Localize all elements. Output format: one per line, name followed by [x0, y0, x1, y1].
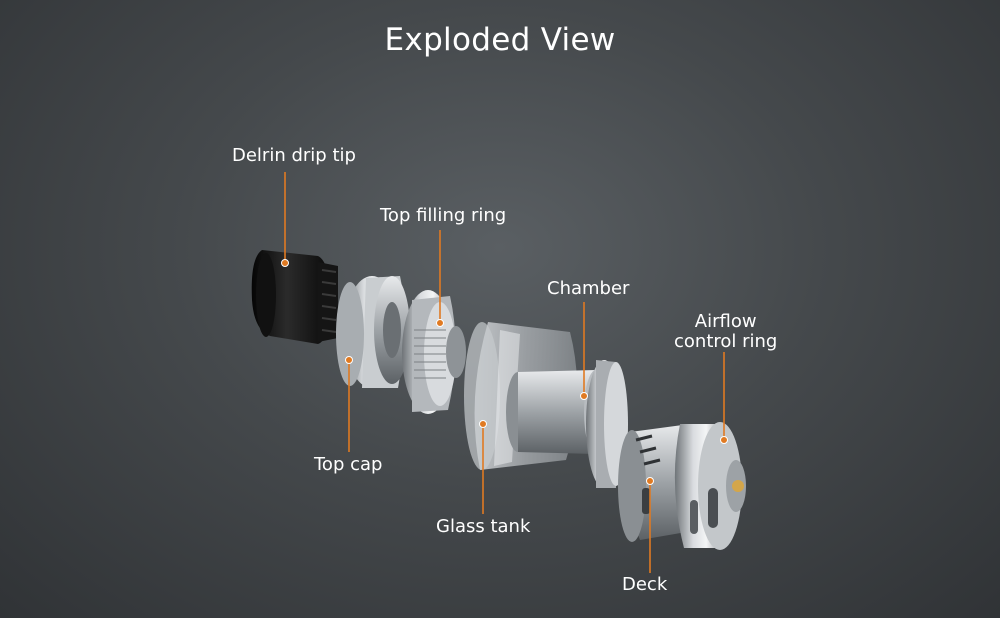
- diagram-title: Exploded View: [384, 22, 616, 58]
- dot-top-cap: [345, 356, 353, 364]
- dot-airflow-ring: [720, 436, 728, 444]
- top-filling-ring-part: [402, 290, 466, 414]
- chamber-part: [506, 360, 628, 488]
- label-top-filling-ring: Top filling ring: [380, 205, 507, 226]
- dot-drip-tip: [281, 259, 289, 267]
- drip-tip-part: [251, 250, 338, 344]
- label-deck: Deck: [622, 574, 668, 595]
- leader-dots: [281, 259, 728, 485]
- airflow-ring-part: [674, 422, 746, 550]
- label-chamber: Chamber: [547, 278, 630, 299]
- label-airflow-ring: Airflow control ring: [674, 311, 778, 352]
- label-drip-tip: Delrin drip tip: [232, 145, 356, 166]
- label-top-cap: Top cap: [314, 454, 383, 475]
- dot-deck: [646, 477, 654, 485]
- label-glass-tank: Glass tank: [436, 516, 531, 537]
- dot-top-filling-ring: [436, 319, 444, 327]
- dot-chamber: [580, 392, 588, 400]
- top-cap-part: [336, 276, 410, 388]
- leader-lines: [284, 172, 725, 573]
- dot-glass-tank: [479, 420, 487, 428]
